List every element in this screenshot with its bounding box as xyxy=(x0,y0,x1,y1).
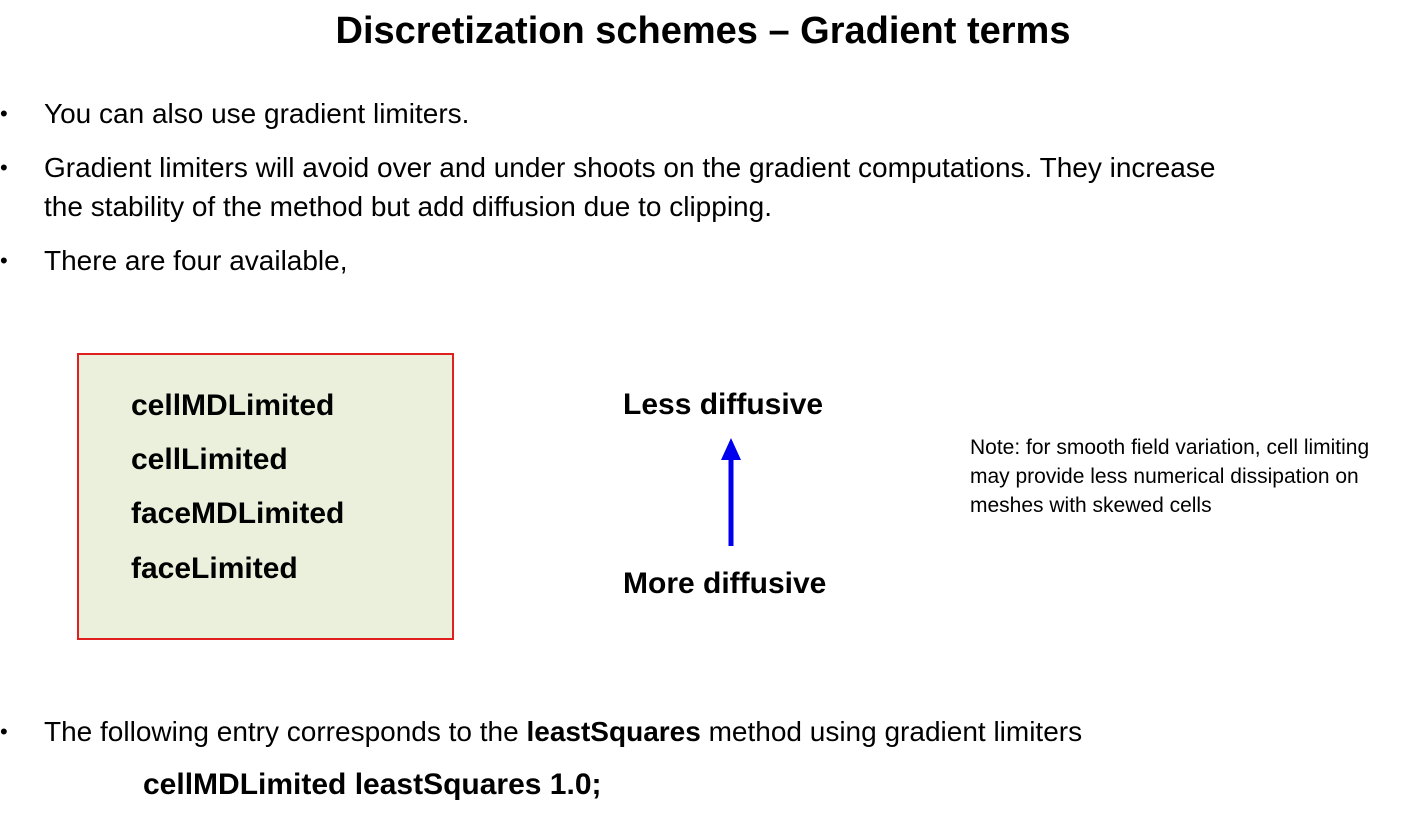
bullet-text-line-2: the stability of the method but add diff… xyxy=(44,191,772,222)
code-entry: cellMDLimited leastSquares 1.0; xyxy=(143,768,602,801)
least-squares-term: leastSquares xyxy=(526,716,701,747)
limiter-item-cellMDLimited: cellMDLimited xyxy=(131,389,335,422)
up-arrow-icon xyxy=(721,438,741,546)
bullet-item: • Gradient limiters will avoid over and … xyxy=(0,148,1406,226)
bullet-text: You can also use gradient limiters. xyxy=(44,98,470,129)
arrow-head xyxy=(721,438,741,460)
bullet-marker: • xyxy=(0,248,8,273)
limiter-item-cellLimited: cellLimited xyxy=(131,443,288,476)
bullet-item: • The following entry corresponds to the… xyxy=(0,712,1406,752)
note-text: Note: for smooth field variation, cell l… xyxy=(970,436,1370,517)
less-diffusive-label: Less diffusive xyxy=(623,388,824,421)
bullet-item: • You can also use gradient limiters. xyxy=(0,94,1406,134)
limiter-item-faceLimited: faceLimited xyxy=(131,552,298,585)
bullet-text-line-1: Gradient limiters will avoid over and un… xyxy=(44,152,1216,183)
bullet-item: • There are four available, xyxy=(0,241,1406,281)
bullet-text: The following entry corresponds to the l… xyxy=(44,712,1082,751)
bullet-text: There are four available, xyxy=(44,245,348,276)
bullet-text-prefix: The following entry corresponds to the xyxy=(44,716,527,747)
limiter-item-faceMDLimited: faceMDLimited xyxy=(131,497,345,530)
bullet-text-suffix: method using gradient limiters xyxy=(700,716,1083,747)
bullet-marker: • xyxy=(0,719,8,744)
arrow-shaft xyxy=(728,458,734,546)
limiter-list-box: cellMDLimited cellLimited faceMDLimited … xyxy=(77,353,454,640)
more-diffusive-label: More diffusive xyxy=(623,567,827,600)
bullet-marker: • xyxy=(0,101,8,126)
slide-title: Discretization schemes – Gradient terms xyxy=(335,10,1071,52)
bullet-marker: • xyxy=(0,155,8,180)
